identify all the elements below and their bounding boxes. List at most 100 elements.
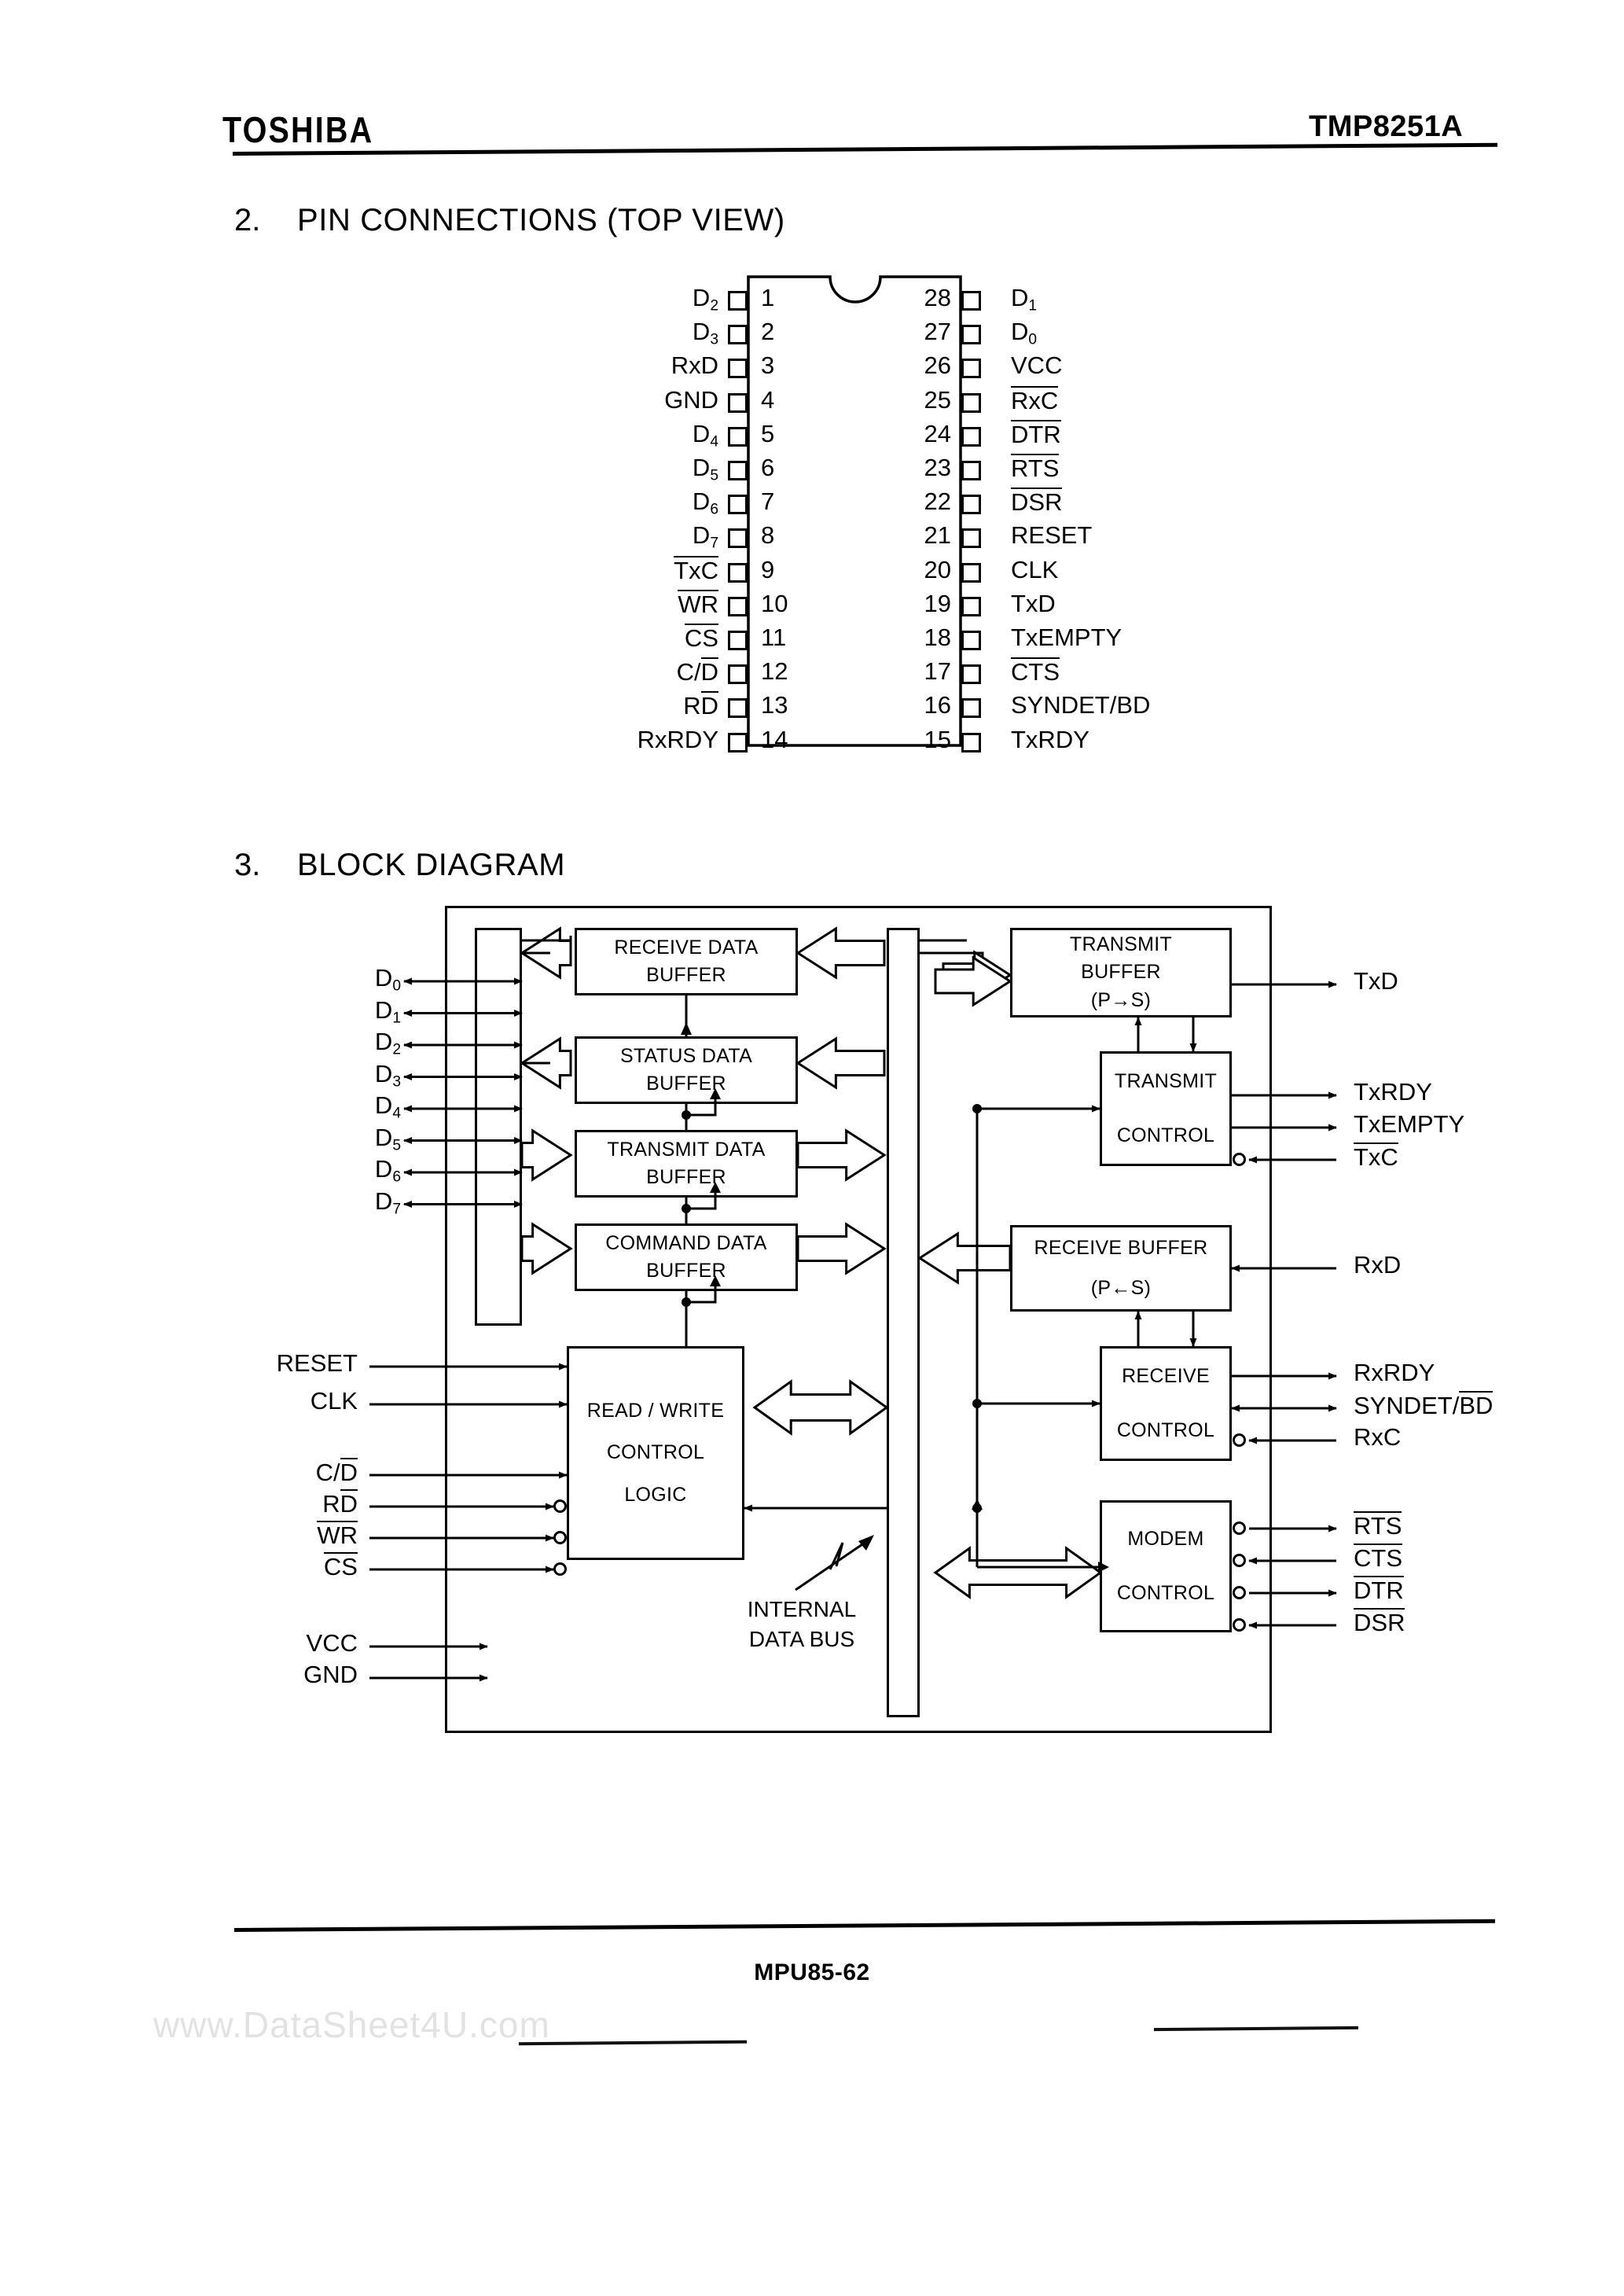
transmit-buffer-line2: BUFFER <box>1081 961 1161 984</box>
pin-number-11: 11 <box>761 624 787 651</box>
inverting-bubble-RD <box>553 1499 567 1513</box>
transmit-buffer-block: TRANSMIT BUFFER (P→S) <box>1010 928 1232 1017</box>
data-bus-label-D2: D2 <box>374 1028 401 1058</box>
signal-label-DSR: DSR <box>1354 1608 1405 1636</box>
pin-label-9: TxC <box>674 555 718 584</box>
data-bus-rail <box>475 928 522 1326</box>
pin-label-2: D3 <box>692 318 718 348</box>
data-bus-label-D1: D1 <box>374 995 401 1026</box>
modem-control-line2: CONTROL <box>1116 1582 1215 1604</box>
pin-number-13: 13 <box>761 691 788 719</box>
signal-label-VCC: VCC <box>306 1629 358 1657</box>
pin-label-7: D6 <box>692 488 718 518</box>
pin-box-16 <box>961 698 981 719</box>
pin-box-27 <box>961 325 981 345</box>
pin-number-10: 10 <box>761 589 788 617</box>
pin-number-8: 8 <box>761 521 775 550</box>
inverting-bubble-CTS <box>1233 1553 1246 1567</box>
pin-number-6: 6 <box>761 454 775 481</box>
rw-logic-line3: LOGIC <box>624 1483 687 1506</box>
pin-number-25: 25 <box>924 385 951 414</box>
pin-label-21: RESET <box>1011 521 1093 550</box>
receive-data-buffer-line1: RECEIVE DATA <box>614 936 759 959</box>
data-bus-label-D5: D5 <box>374 1123 401 1154</box>
pin-box-21 <box>961 528 981 549</box>
pin-number-16: 16 <box>924 691 951 719</box>
rw-logic-line1: READ / WRITE <box>586 1399 725 1422</box>
pin-number-14: 14 <box>761 725 788 753</box>
pin-label-18: TxEMPTY <box>1011 624 1122 651</box>
pin-label-11: CS <box>684 624 718 652</box>
receive-buffer-line2: (P←S) <box>1090 1277 1152 1299</box>
signal-label-RTS: RTS <box>1354 1511 1402 1540</box>
signal-label-TxD: TxD <box>1354 967 1398 995</box>
pin-box-23 <box>961 461 981 480</box>
pin-number-28: 28 <box>924 284 951 311</box>
pin-number-21: 21 <box>924 521 951 550</box>
data-bus-label-D3: D3 <box>374 1059 401 1090</box>
pin-box-24 <box>961 426 981 447</box>
signal-label-GND: GND <box>303 1661 358 1688</box>
status-data-buffer-line2: BUFFER <box>646 1073 726 1095</box>
pin-box-8 <box>728 528 748 549</box>
modem-control-block: MODEM CONTROL <box>1100 1500 1232 1632</box>
section-3-number: 3. <box>234 848 261 882</box>
transmit-buffer-line1: TRANSMIT <box>1069 933 1173 955</box>
signal-label-TxEMPTY: TxEMPTY <box>1354 1110 1465 1138</box>
signal-label-TxRDY: TxRDY <box>1354 1078 1432 1106</box>
status-data-buffer-line1: STATUS DATA <box>619 1044 753 1067</box>
pin-number-7: 7 <box>761 488 775 516</box>
pin-label-14: RxRDY <box>637 725 718 753</box>
pin-box-2 <box>728 325 748 345</box>
command-data-buffer-line2: BUFFER <box>646 1260 726 1282</box>
pin-number-12: 12 <box>761 657 788 686</box>
transmit-data-buffer-line2: BUFFER <box>646 1166 726 1188</box>
pin-box-10 <box>728 596 748 616</box>
pin-label-23: RTS <box>1011 454 1060 482</box>
signal-label-CTS: CTS <box>1354 1544 1402 1572</box>
signal-label-CLK: CLK <box>310 1387 358 1415</box>
pin-number-15: 15 <box>924 725 951 753</box>
toshiba-logo: TOSHIBA <box>222 109 374 150</box>
pin-label-24: DTR <box>1011 419 1061 448</box>
transmit-control-block: TRANSMIT CONTROL <box>1100 1051 1232 1166</box>
pin-number-23: 23 <box>924 454 951 481</box>
pin-box-6 <box>728 461 748 480</box>
status-data-buffer-block: STATUS DATA BUFFER <box>575 1036 798 1104</box>
transmit-control-line1: TRANSMIT <box>1114 1069 1218 1092</box>
signal-label-RESET: RESET <box>276 1349 358 1377</box>
pin-number-19: 19 <box>924 589 951 617</box>
pin-label-16: SYNDET/BD <box>1011 691 1151 719</box>
data-bus-label-D4: D4 <box>374 1091 401 1122</box>
signal-label-WR: WR <box>317 1521 358 1549</box>
pin-label-20: CLK <box>1011 555 1059 583</box>
signal-label-RxD: RxD <box>1354 1251 1402 1279</box>
data-bus-label-D6: D6 <box>374 1155 401 1186</box>
pin-box-19 <box>961 596 981 616</box>
pin-box-5 <box>728 426 748 447</box>
internal-bus-line2: DATA BUS <box>748 1627 855 1652</box>
pin-box-25 <box>961 392 981 413</box>
signal-label-SYNDET-BD: SYNDET/BD <box>1354 1391 1494 1419</box>
internal-bus-line1: INTERNAL <box>747 1597 857 1621</box>
data-bus-label-D0: D0 <box>374 964 401 995</box>
section-3-title: BLOCK DIAGRAM <box>297 848 566 882</box>
command-data-buffer-block: COMMAND DATA BUFFER <box>575 1223 798 1291</box>
rw-logic-line2: CONTROL <box>606 1441 705 1464</box>
pin-number-9: 9 <box>761 555 775 583</box>
pin-box-14 <box>728 732 748 752</box>
internal-data-bus-bar <box>887 928 920 1717</box>
pin-label-3: RxD <box>671 351 718 380</box>
pin-label-12: C/D <box>676 657 718 686</box>
command-data-buffer-line1: COMMAND DATA <box>605 1231 767 1254</box>
transmit-data-buffer-block: TRANSMIT DATA BUFFER <box>575 1130 798 1198</box>
part-number: TMP8251A <box>1309 110 1464 143</box>
pin-label-5: D4 <box>692 419 718 451</box>
transmit-data-buffer-line1: TRANSMIT DATA <box>607 1138 766 1161</box>
receive-control-line1: RECEIVE <box>1122 1364 1210 1387</box>
pin-label-10: WR <box>678 589 718 618</box>
pin-box-26 <box>961 359 981 379</box>
pin-number-26: 26 <box>924 351 951 380</box>
receive-buffer-block: RECEIVE BUFFER (P←S) <box>1010 1225 1232 1312</box>
